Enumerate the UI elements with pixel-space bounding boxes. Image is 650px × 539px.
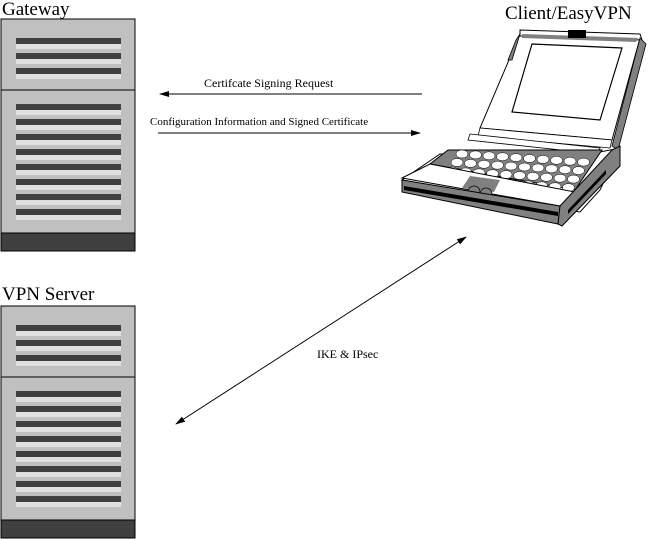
keyboard-key <box>540 173 553 182</box>
server-stripe <box>16 209 121 215</box>
server-stripe <box>16 134 121 140</box>
keyboard-key <box>496 152 509 161</box>
server-stripe <box>16 119 121 125</box>
gateway-server-icon <box>0 18 136 252</box>
server-stripe <box>16 340 121 346</box>
server-stripe <box>16 502 121 507</box>
server-stripe <box>16 421 121 427</box>
server-stripe <box>16 185 121 190</box>
server-stripe <box>16 406 121 412</box>
keyboard-key <box>509 153 523 162</box>
server-stripe <box>16 179 121 185</box>
keyboard-key <box>469 150 482 160</box>
server-stripe <box>16 140 121 145</box>
server-stripe <box>16 457 121 462</box>
server-stripe <box>16 466 121 472</box>
server-stripe <box>16 355 121 361</box>
server-stripe <box>16 496 121 502</box>
server-stripe <box>16 391 121 397</box>
server-stripe <box>16 397 121 402</box>
server-stripe <box>16 194 121 200</box>
ike-ipsec-label: IKE & IPsec <box>317 347 379 361</box>
ike-ipsec-arrow <box>175 236 467 425</box>
server-stripe <box>16 427 121 432</box>
server-stripe <box>16 361 121 366</box>
keyboard-key <box>518 162 531 172</box>
server-stripe <box>16 331 121 336</box>
server-stripe <box>16 442 121 447</box>
server-stripe <box>16 215 121 220</box>
keyboard-key <box>550 156 563 165</box>
keyboard-key <box>464 159 477 168</box>
server-base <box>0 519 136 539</box>
server-stripe <box>16 110 121 115</box>
server-stripe <box>16 436 121 442</box>
server-stripe <box>16 200 121 205</box>
laptop-icon <box>400 29 647 227</box>
server-stripe <box>16 164 121 170</box>
server-stripe <box>16 412 121 417</box>
keyboard-key <box>477 160 491 169</box>
keyboard-key <box>553 173 567 183</box>
csr-label: Certifcate Signing Request <box>204 76 334 90</box>
keyboard-key <box>455 149 469 159</box>
server-stripe <box>16 74 121 79</box>
server-stripe <box>16 68 121 74</box>
keyboard-key <box>491 160 504 170</box>
server-stripe <box>16 170 121 175</box>
server-stripe <box>16 104 121 110</box>
server-stripe <box>16 472 121 477</box>
client-label: Client/EasyVPN <box>505 3 632 24</box>
vpn-server-label: VPN Server <box>2 284 95 305</box>
keyboard-key <box>558 165 572 174</box>
config-label: Configuration Information and Signed Cer… <box>150 116 369 128</box>
server-stripe <box>16 481 121 487</box>
keyboard-key <box>513 171 526 180</box>
server-stripe <box>16 38 121 44</box>
keyboard-key <box>545 164 558 174</box>
server-stripe <box>16 53 121 59</box>
server-stripe <box>16 44 121 49</box>
keyboard-key <box>563 156 577 166</box>
server-stripe <box>16 346 121 351</box>
keyboard-key <box>504 161 518 171</box>
keyboard-key <box>577 157 590 167</box>
keyboard-key <box>523 154 536 163</box>
keyboard-key <box>567 174 580 184</box>
server-stripe <box>16 155 121 160</box>
keyboard-key <box>450 158 464 167</box>
keyboard-key <box>526 172 540 181</box>
keyboard-key <box>572 166 585 175</box>
server-base <box>0 232 136 252</box>
server-stripe <box>16 125 121 130</box>
keyboard-key <box>536 155 550 164</box>
gateway-label: Gateway <box>2 0 70 20</box>
server-stripe <box>16 59 121 64</box>
server-stripe <box>16 487 121 492</box>
keyboard-key <box>531 163 545 173</box>
server-stripe <box>16 325 121 331</box>
server-stripe <box>16 149 121 155</box>
keyboard-key <box>482 151 496 161</box>
server-stripe <box>16 451 121 457</box>
vpn-server-icon <box>0 305 136 539</box>
